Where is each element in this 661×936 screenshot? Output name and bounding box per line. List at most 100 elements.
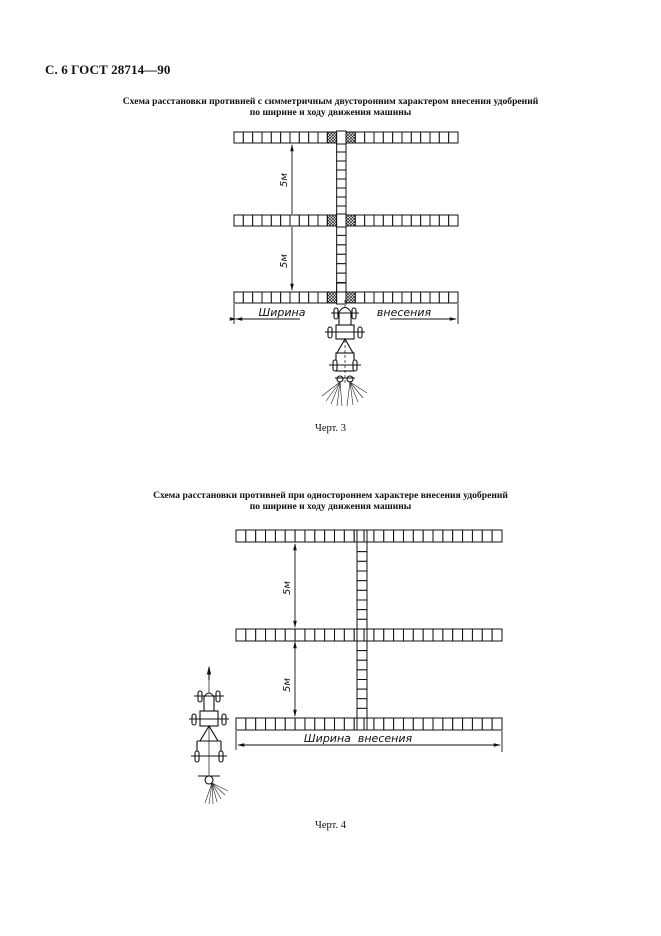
tray-cell (401, 291, 412, 304)
tray-cell (363, 628, 375, 642)
tray-cell (373, 717, 385, 731)
tray-cell (393, 529, 404, 543)
tray-cell (336, 169, 347, 180)
tray-cell (265, 529, 276, 543)
tray-cell (363, 717, 375, 731)
tray-cell (343, 529, 355, 543)
tray-cell (481, 529, 493, 543)
tray-cell (317, 214, 328, 227)
tray-cell (284, 529, 296, 543)
tray-cell (308, 131, 319, 144)
tray-cell (393, 717, 404, 731)
tray-cell (412, 717, 424, 731)
tray-cell (373, 291, 384, 304)
tray-cell (402, 717, 414, 731)
tray-cell (324, 717, 336, 731)
tray-cell (289, 291, 300, 304)
tray-cell (233, 214, 244, 227)
figure4-width-label: Ширина внесения (304, 732, 413, 745)
tray-cell (304, 717, 316, 731)
figure3-spray-icon (321, 381, 368, 407)
tray-cell (422, 529, 434, 543)
tray-cell (491, 717, 503, 731)
tray-cell (280, 214, 291, 227)
tray-cell (353, 529, 365, 543)
tray-cell (334, 628, 345, 642)
tray-cell (270, 214, 282, 227)
tray-cell (280, 291, 291, 304)
figure4-caption: Черт. 4 (315, 820, 346, 831)
tray-cell (410, 131, 422, 144)
tray-cell (393, 628, 404, 642)
tray-cell (356, 560, 368, 572)
tray-cell (356, 570, 368, 582)
tray-cell (261, 214, 272, 227)
tray-cell (356, 659, 368, 671)
tray-cell (336, 234, 347, 246)
tray-cell (471, 717, 483, 731)
tray-cell (410, 214, 422, 227)
tray-cell (356, 688, 368, 700)
tray-cell (336, 290, 347, 305)
tray-cell (356, 707, 368, 719)
tray-cell (373, 214, 384, 227)
tray-cell (412, 628, 424, 642)
tray-cell (235, 717, 247, 731)
tray-cell (336, 213, 347, 228)
figure4-width-dimension (235, 731, 503, 752)
tray-cell (345, 291, 356, 304)
tray-cell (429, 214, 440, 227)
tray-cell (364, 214, 375, 227)
tray-cell (326, 131, 338, 144)
tray-cell (452, 529, 464, 543)
tray-cell (491, 529, 503, 543)
tray-cell (308, 291, 319, 304)
tray-cell (448, 131, 459, 144)
tray-cell (298, 131, 310, 144)
tray-cell (336, 187, 347, 198)
tray-cell (402, 628, 414, 642)
tray-cell (261, 291, 272, 304)
tray-cell (364, 291, 375, 304)
tray-cell (304, 529, 316, 543)
tray-cell (245, 717, 257, 731)
tray-cell (382, 214, 394, 227)
tray-cell (448, 291, 459, 304)
tray-cell (298, 291, 310, 304)
tray-cell (373, 628, 385, 642)
tray-cell (356, 599, 368, 611)
tray-cell (252, 131, 263, 144)
tray-cell (353, 717, 365, 731)
tray-cell (233, 291, 244, 304)
tray-cell (364, 131, 375, 144)
tray-cell (336, 178, 347, 189)
tray-cell (336, 160, 347, 171)
tray-cell (265, 628, 276, 642)
tray-cell (298, 214, 310, 227)
tray-cell (356, 609, 368, 620)
tray-cell (356, 551, 368, 562)
tray-cell (314, 717, 326, 731)
tray-cell (356, 589, 368, 601)
tray-cell (442, 628, 454, 642)
tray-cell (274, 529, 286, 543)
tray-cell (280, 131, 291, 144)
tray-cell (235, 529, 247, 543)
tray-cell (304, 628, 316, 642)
tray-cell (289, 131, 300, 144)
tray-cell (336, 263, 347, 274)
tray-cell (452, 717, 464, 731)
tray-cell (429, 291, 440, 304)
tray-cell (242, 131, 254, 144)
figure4-tray-rows (235, 529, 503, 731)
tray-cell (432, 628, 444, 642)
figure4-machine-icon (189, 665, 229, 785)
figure3-width-label-left: Ширина (259, 306, 306, 319)
tray-cell (448, 214, 459, 227)
tray-cell (422, 628, 434, 642)
tray-cell (343, 628, 355, 642)
tray-cell (383, 529, 395, 543)
figure4-spacing-label-2: 5м (282, 678, 293, 692)
tray-cell (336, 151, 347, 162)
